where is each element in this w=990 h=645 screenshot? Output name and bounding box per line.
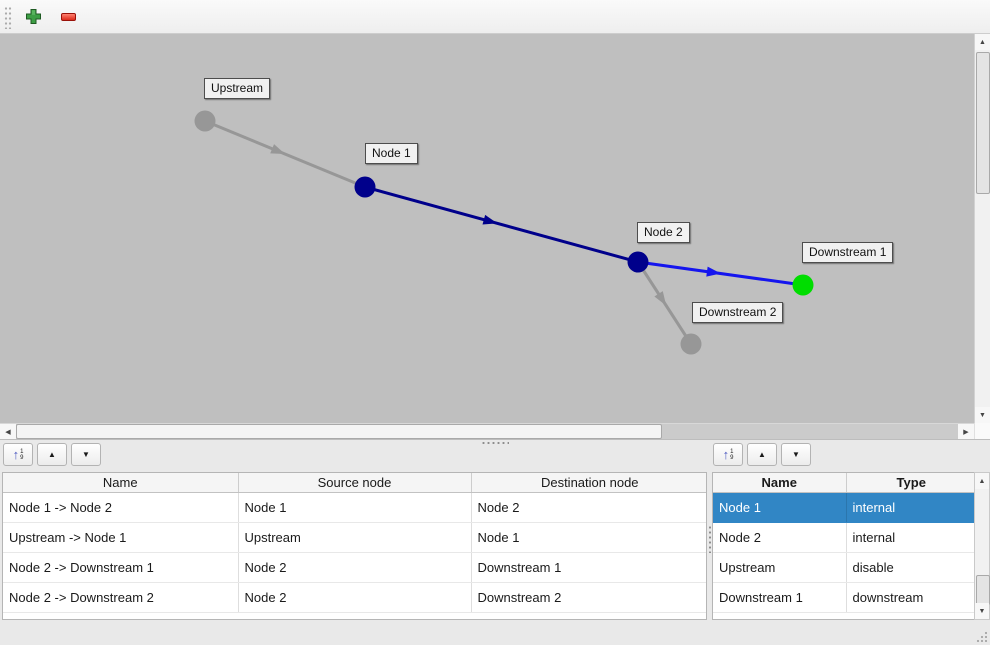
up-arrow-icon: ▲ — [758, 451, 766, 459]
sort-digits: 1 9 — [730, 449, 733, 461]
splitter-grip-icon — [707, 525, 711, 553]
table-cell[interactable]: Node 2 — [713, 523, 846, 553]
nodes-move-up-button[interactable]: ▲ — [747, 443, 777, 466]
edge-arrow-icon — [483, 215, 498, 225]
graph-edge[interactable] — [365, 187, 638, 262]
table-cell[interactable]: Node 1 — [713, 493, 846, 523]
nodes-sort-button[interactable]: ↑ 1 9 — [713, 443, 743, 466]
remove-button[interactable] — [54, 3, 82, 31]
table-cell[interactable]: Node 1 — [238, 493, 471, 523]
table-cell[interactable]: Upstream -> Node 1 — [3, 523, 238, 553]
table-cell[interactable]: Node 2 — [471, 493, 707, 523]
sort-arrow-glyph: ↑ — [723, 448, 730, 461]
sort-digit-bottom: 9 — [20, 455, 23, 461]
table-cell[interactable]: internal — [846, 523, 975, 553]
table-cell[interactable]: Downstream 1 — [471, 553, 707, 583]
minus-icon — [61, 13, 76, 21]
edge-arrow-icon — [270, 144, 285, 154]
sort-arrow-glyph: ↑ — [13, 448, 20, 461]
edge-arrow-icon — [706, 267, 721, 277]
table-cell[interactable]: Node 1 -> Node 2 — [3, 493, 238, 523]
sort-ascending-icon: ↑ 1 9 — [723, 448, 734, 461]
canvas-horizontal-scrollbar[interactable]: ◀ ▶ — [0, 423, 974, 439]
node-label[interactable]: Node 2 — [637, 222, 690, 243]
edges-move-up-button[interactable]: ▲ — [37, 443, 67, 466]
sort-digit-bottom: 9 — [730, 455, 733, 461]
graph-canvas[interactable]: UpstreamNode 1 Node 2 Downstream 1 Downstre… — [0, 34, 974, 423]
window-resize-grip[interactable] — [975, 630, 987, 642]
graph-node[interactable] — [628, 252, 649, 273]
sort-ascending-icon: ↑ 1 9 — [13, 448, 24, 461]
column-header-name[interactable]: Name — [3, 473, 238, 493]
add-button[interactable] — [19, 3, 47, 31]
table-row[interactable]: Node 1internal — [713, 493, 975, 523]
scroll-up-button[interactable]: ▲ — [975, 34, 990, 50]
column-header-destination-node[interactable]: Destination node — [471, 473, 707, 493]
edges-sort-button[interactable]: ↑ 1 9 — [3, 443, 33, 466]
nodes-table: Name Type Node 1internalNode 2internalUp… — [712, 472, 975, 620]
table-row[interactable]: Downstream 1downstream — [713, 583, 975, 613]
scroll-up-button[interactable]: ▲ — [975, 473, 989, 489]
graph-node[interactable] — [681, 334, 702, 355]
horizontal-splitter[interactable] — [0, 439, 990, 445]
down-arrow-icon: ▼ — [792, 451, 800, 459]
table-row[interactable]: Upstream -> Node 1UpstreamNode 1 — [3, 523, 707, 553]
table-cell[interactable]: Node 2 — [238, 583, 471, 613]
vertical-scrollbar-thumb[interactable] — [976, 52, 990, 194]
edges-move-down-button[interactable]: ▼ — [71, 443, 101, 466]
scroll-down-button[interactable]: ▼ — [975, 407, 990, 423]
node-label[interactable]: Downstream 2 — [692, 302, 783, 323]
canvas-vertical-scrollbar[interactable]: ▲ ▼ — [974, 34, 990, 423]
table-row[interactable]: Node 2 -> Downstream 1Node 2Downstream 1 — [3, 553, 707, 583]
splitter-grip-icon — [481, 440, 509, 444]
graph-node[interactable] — [793, 275, 814, 296]
sort-digits: 1 9 — [20, 449, 23, 461]
node-label[interactable]: Upstream — [204, 78, 270, 99]
table-row[interactable]: Node 1 -> Node 2Node 1Node 2 — [3, 493, 707, 523]
table-cell[interactable]: Node 1 — [471, 523, 707, 553]
toolbar-drag-handle[interactable] — [3, 5, 12, 29]
table-cell[interactable]: Downstream 2 — [471, 583, 707, 613]
vertical-splitter[interactable] — [707, 443, 711, 620]
table-cell[interactable]: Downstream 1 — [713, 583, 846, 613]
table-cell[interactable]: disable — [846, 553, 975, 583]
table-cell[interactable]: Upstream — [713, 553, 846, 583]
table-cell[interactable]: downstream — [846, 583, 975, 613]
graph-node[interactable] — [355, 177, 376, 198]
table-cell[interactable]: internal — [846, 493, 975, 523]
main-toolbar — [0, 0, 990, 34]
table-cell[interactable]: Node 2 -> Downstream 1 — [3, 553, 238, 583]
scrollbar-corner — [974, 423, 990, 439]
table-cell[interactable]: Node 2 — [238, 553, 471, 583]
scroll-left-button[interactable]: ◀ — [0, 424, 16, 439]
column-header-name[interactable]: Name — [713, 473, 846, 493]
edges-table: Name Source node Destination node Node 1… — [2, 472, 707, 620]
canvas-frame: UpstreamNode 1 Node 2 Downstream 1 Downstre… — [0, 34, 990, 439]
edge-arrow-icon — [654, 291, 666, 305]
table-cell[interactable]: Upstream — [238, 523, 471, 553]
nodes-move-down-button[interactable]: ▼ — [781, 443, 811, 466]
node-label[interactable]: Downstream 1 — [802, 242, 893, 263]
table-row[interactable]: Node 2internal — [713, 523, 975, 553]
table-row[interactable]: Node 2 -> Downstream 2Node 2Downstream 2 — [3, 583, 707, 613]
vertical-scrollbar-thumb[interactable] — [976, 575, 990, 605]
plus-icon — [25, 8, 42, 25]
edges-panel-toolbar: ↑ 1 9 ▲ ▼ — [3, 443, 101, 466]
down-arrow-icon: ▼ — [82, 451, 90, 459]
table-cell[interactable]: Node 2 -> Downstream 2 — [3, 583, 238, 613]
table-row[interactable]: Upstreamdisable — [713, 553, 975, 583]
scroll-right-button[interactable]: ▶ — [958, 424, 974, 439]
column-header-source-node[interactable]: Source node — [238, 473, 471, 493]
graph-svg — [0, 34, 974, 423]
up-arrow-icon: ▲ — [48, 451, 56, 459]
nodes-panel-toolbar: ↑ 1 9 ▲ ▼ — [713, 443, 811, 466]
node-label[interactable]: Node 1 — [365, 143, 418, 164]
column-header-type[interactable]: Type — [846, 473, 975, 493]
nodes-table-scrollbar[interactable]: ▲ ▼ — [974, 472, 990, 620]
horizontal-scrollbar-thumb[interactable] — [16, 424, 662, 439]
graph-node[interactable] — [195, 111, 216, 132]
scroll-down-button[interactable]: ▼ — [975, 603, 989, 619]
